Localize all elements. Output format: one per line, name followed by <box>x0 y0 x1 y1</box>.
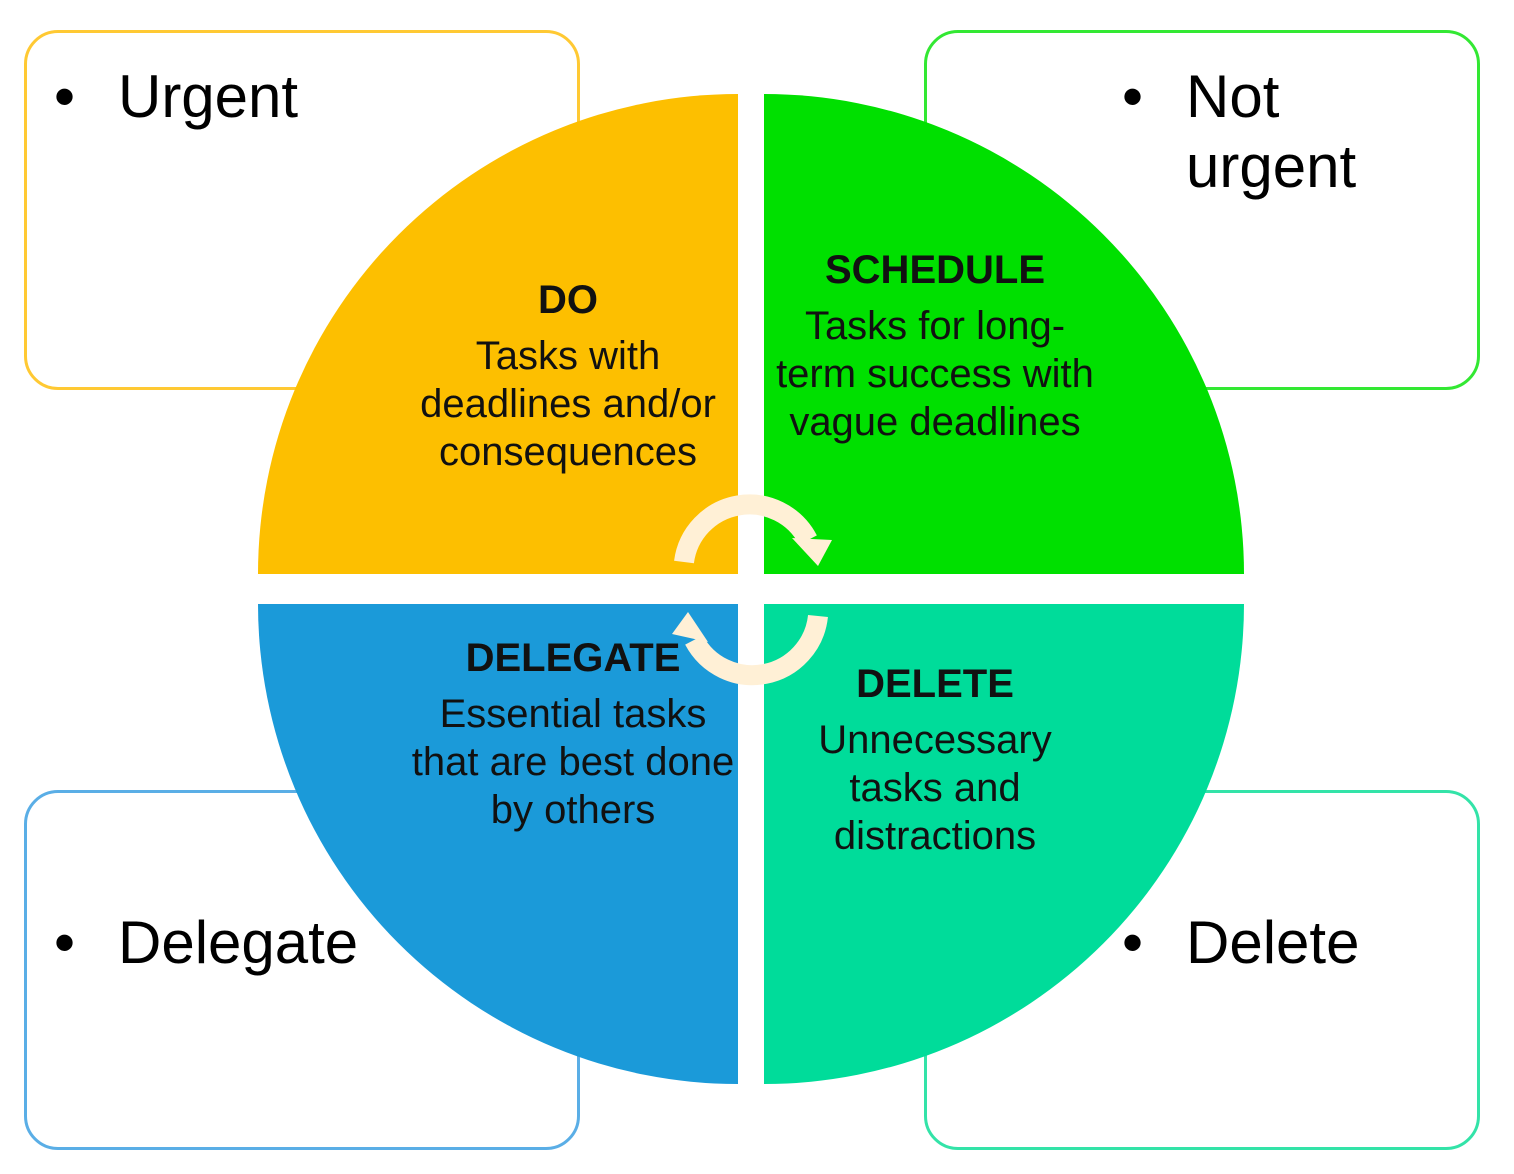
cycle-arrowhead-top-icon <box>792 538 832 566</box>
schedule-description: Tasks for long-term success with vague d… <box>776 304 1094 444</box>
delete-label: • Delete <box>1122 908 1359 978</box>
delete-text: Delete <box>1186 909 1360 976</box>
cycle-arrow-bottom-icon <box>685 614 828 686</box>
delegate-description: Essential tasks that are best done by ot… <box>411 692 735 832</box>
do-title: DO <box>538 278 598 322</box>
delegate-text-block: DELEGATE Essential tasks that are best d… <box>408 634 738 834</box>
do-text-block: DO Tasks with deadlines and/or consequen… <box>398 276 738 476</box>
delegate-title: DELEGATE <box>465 636 681 680</box>
delegate-text: Delegate <box>118 909 359 976</box>
bullet-dot: • <box>54 909 76 976</box>
delete-text-block: DELETE Unnecessary tasks and distraction… <box>770 660 1100 860</box>
schedule-title: SCHEDULE <box>824 248 1046 292</box>
delete-title: DELETE <box>856 662 1014 706</box>
delete-quadrant <box>764 604 1244 1084</box>
bullet-dot: • <box>1122 909 1144 976</box>
bullet-dot: • <box>1122 63 1144 130</box>
not-urgent-text: Not urgent <box>1186 63 1357 200</box>
delegate-quadrant <box>258 604 738 1084</box>
not-urgent-label: • Not urgent <box>1122 62 1452 202</box>
schedule-text-block: SCHEDULE Tasks for long-term success wit… <box>770 246 1100 446</box>
delete-description: Unnecessary tasks and distractions <box>818 718 1052 858</box>
do-quadrant <box>258 94 738 574</box>
cycle-arrow-top-icon <box>674 494 817 564</box>
cycle-arrowhead-bottom-icon <box>672 612 708 642</box>
delegate-label: • Delegate <box>54 908 358 978</box>
urgent-label: • Urgent <box>54 62 298 132</box>
schedule-quadrant <box>764 94 1244 574</box>
urgent-text: Urgent <box>118 63 299 130</box>
bullet-dot: • <box>54 63 76 130</box>
do-description: Tasks with deadlines and/or consequences <box>420 334 716 474</box>
